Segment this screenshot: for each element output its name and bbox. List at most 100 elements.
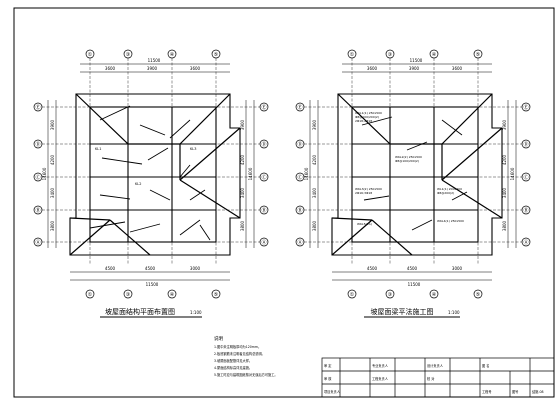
title-block-cell: 校 对 <box>427 376 435 381</box>
axis-label: Ⓐ <box>35 239 40 246</box>
axis-label: Ⓒ <box>35 174 40 181</box>
axis-label: ③ <box>126 52 130 58</box>
dim-bottom-total: 11500 <box>408 282 421 287</box>
axis-label: Ⓑ <box>35 207 40 214</box>
dim-left: 4200 <box>50 154 55 165</box>
dim-left: 3400 <box>312 187 317 198</box>
axis-label: Ⓒ <box>261 174 266 181</box>
dim-right: 4200 <box>240 154 245 165</box>
dim-bottom: 4500 <box>105 266 116 271</box>
axis-label: Ⓔ <box>523 104 528 111</box>
note-item: 5.施工时应与建筑图纸核对无误后方可施工。 <box>214 372 278 377</box>
dim-right: 3400 <box>502 187 507 198</box>
title-block-cell: 审 定 <box>324 363 332 368</box>
dim-top: 3600 <box>452 66 463 71</box>
title-block-cell: 专业负责人 <box>372 363 389 368</box>
beam-annotation: WKL1(1) 250x500 <box>355 111 382 115</box>
axis-label: ⑤ <box>476 292 480 298</box>
plan-title: 坡屋面梁平法施工图 <box>371 307 434 316</box>
title-block-cell: 图号 <box>512 389 518 394</box>
axis-label: ④ <box>432 292 437 298</box>
axis-label: Ⓒ <box>297 174 302 181</box>
hip-ridge-lines <box>69 93 241 256</box>
dim-bottom: 4500 <box>407 266 418 271</box>
axis-label: Ⓓ <box>35 141 40 148</box>
dim-right: 3900 <box>502 119 507 130</box>
dim-top-total: 11500 <box>148 58 161 63</box>
plan-left: ① ③ ④ ⑤ 11500 3600 3900 3600 Ⓔ Ⓓ Ⓒ Ⓑ Ⓐ Ⓔ <box>33 49 269 318</box>
axis-label: Ⓑ <box>297 207 302 214</box>
dim-bottom-total: 11500 <box>146 282 159 287</box>
beam-annotation: Φ8@100/200(2) <box>355 115 379 119</box>
beam-annotation: 2Φ18;2Φ18 <box>355 119 372 123</box>
axis-label: ⑤ <box>214 292 218 298</box>
axis-label: ④ <box>170 292 175 298</box>
title-block <box>321 357 555 398</box>
axis-label: ① <box>88 292 93 298</box>
beam-note: KL2 <box>135 182 141 186</box>
dim-right: 3400 <box>240 187 245 198</box>
title-block-cell: 设计负责人 <box>427 363 444 368</box>
dim-left-total: 14600 <box>304 167 309 180</box>
beam-annotation: WKL2(2) 250x500 <box>395 155 422 159</box>
dim-top: 3900 <box>409 66 420 71</box>
axis-label: Ⓔ <box>261 104 266 111</box>
dim-top-total: 11500 <box>410 58 423 63</box>
dim-left: 3400 <box>50 187 55 198</box>
general-notes: 说明 1.图中未注明板厚均为120mm。 2.板底钢筋未注明者见结构总说明。 3… <box>214 335 278 377</box>
dim-left: 3800 <box>312 220 317 231</box>
dim-left: 3900 <box>312 119 317 130</box>
axis-label: Ⓓ <box>523 141 528 148</box>
beam-note: KL3 <box>190 147 196 151</box>
dim-right: 3800 <box>502 220 507 231</box>
beam-annotation: Φ8@100/200(2) <box>395 159 419 163</box>
dim-left: 3800 <box>50 220 55 231</box>
beam-annotation: Φ8@200(2) <box>437 191 454 195</box>
title-block-cell: 项目负责人 <box>324 389 341 394</box>
title-block-cell: 审 核 <box>324 376 332 381</box>
axis-label: ④ <box>432 52 437 58</box>
axis-label: ③ <box>126 292 130 298</box>
title-block-cell: 工程负责人 <box>372 376 389 381</box>
beam-note: KL1 <box>95 147 101 151</box>
beam-annotation: 2Φ16;3Φ18 <box>355 191 372 195</box>
beam-annotation: WKL3(2) 250x500 <box>355 187 382 191</box>
beam-annotation: WKL4(1) 250x500 <box>437 219 464 223</box>
axis-label: ① <box>350 292 355 298</box>
dim-bottom: 4500 <box>145 266 156 271</box>
note-item: 1.图中未注明板厚均为120mm。 <box>214 344 261 349</box>
dim-left-total: 14600 <box>42 167 47 180</box>
plan-scale: 1:100 <box>190 310 202 315</box>
axis-label: Ⓔ <box>35 104 40 111</box>
dim-top: 3900 <box>147 66 158 71</box>
axis-label: Ⓔ <box>297 104 302 111</box>
axis-label: ③ <box>388 52 392 58</box>
plan-title: 坡屋面结构平面布置图 <box>105 307 175 316</box>
axis-label: ⑤ <box>214 52 218 58</box>
beam-annotation: WKL5(2A) <box>357 222 372 226</box>
dim-right: 4200 <box>502 154 507 165</box>
dim-top: 3600 <box>190 66 201 71</box>
axis-label: ① <box>350 52 355 58</box>
axis-label: Ⓐ <box>297 239 302 246</box>
dim-bottom: 3000 <box>452 266 463 271</box>
axis-label: Ⓑ <box>261 207 266 214</box>
notes-heading: 说明 <box>214 335 223 342</box>
dim-right-total: 14600 <box>510 167 515 180</box>
drawing-number: 结施-08 <box>532 389 544 394</box>
plan-right: ① ③ ④ ⑤ 11500 3600 3900 3600 Ⓔ Ⓓ Ⓒ Ⓑ Ⓐ Ⓔ… <box>295 49 531 318</box>
beam-annotation: WL1(1) 200x400 <box>437 187 462 191</box>
axis-label: ③ <box>388 292 392 298</box>
title-block-cell: 图 名 <box>482 363 489 368</box>
axis-label: Ⓑ <box>523 207 528 214</box>
axis-label: ⑤ <box>476 52 480 58</box>
axis-label: Ⓐ <box>523 239 528 246</box>
note-item: 3.坡屋面板配筋详见大样。 <box>214 358 252 363</box>
dim-left: 3900 <box>50 119 55 130</box>
dim-left: 4200 <box>312 154 317 165</box>
dim-right-total: 14600 <box>248 167 253 180</box>
title-block-cell: 工程号 <box>482 389 492 394</box>
axis-label: Ⓓ <box>297 141 302 148</box>
dim-right: 3800 <box>240 220 245 231</box>
